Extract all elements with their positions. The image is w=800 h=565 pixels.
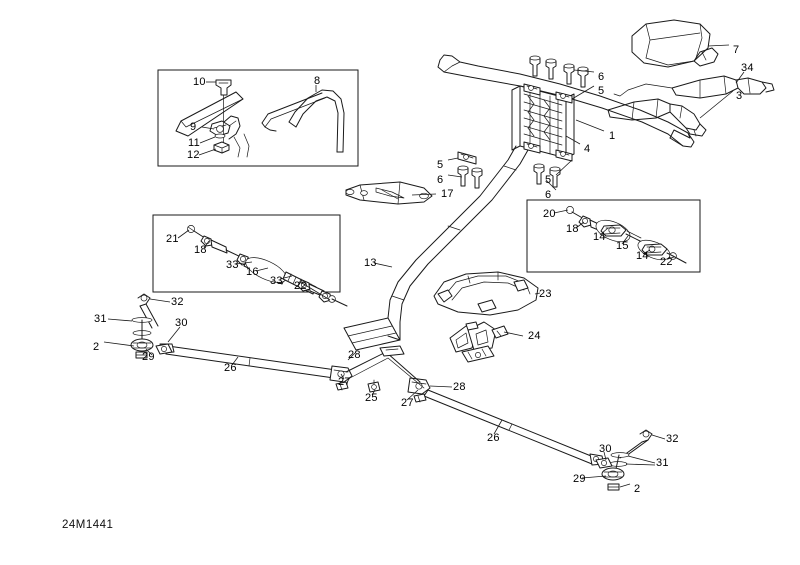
grip-left-3 (607, 98, 707, 137)
callout-37: 28 (348, 349, 361, 361)
drag-link-left (159, 343, 353, 391)
callout-17: 12 (187, 149, 200, 161)
inset-frame-left-rod (152, 214, 341, 293)
callout-16: 11 (188, 137, 201, 149)
drag-link-right (407, 377, 605, 466)
callout-30: 23 (539, 288, 552, 300)
callout-43: 31 (94, 313, 107, 325)
callout-39: 29 (142, 351, 155, 363)
callout-45: 32 (171, 296, 184, 308)
callout-1: 1 (609, 130, 616, 142)
steering-column-support (457, 55, 589, 189)
callout-18: 13 (364, 257, 377, 269)
callout-7: 5 (545, 174, 552, 186)
handlebar-pad (631, 19, 719, 68)
steering-column (343, 145, 529, 351)
ski-leg-left (130, 293, 173, 359)
callout-11: 6 (598, 71, 605, 83)
steering-cover (433, 271, 539, 316)
callout-49: 34 (741, 62, 754, 74)
grip-right-34 (613, 75, 775, 99)
callout-3: 2 (634, 483, 641, 495)
callout-36: 27 (401, 397, 414, 409)
callout-48: 33 (270, 275, 283, 287)
callout-46: 32 (666, 433, 679, 445)
callout-24: 18 (194, 244, 207, 256)
callout-22: 16 (246, 266, 259, 278)
callout-29: 22 (660, 256, 673, 268)
callout-19: 14 (593, 231, 606, 243)
callout-25: 18 (566, 223, 579, 235)
callout-20: 14 (636, 250, 649, 262)
callout-12: 7 (733, 44, 740, 56)
callout-2: 2 (93, 341, 100, 353)
callout-42: 30 (599, 443, 612, 455)
callout-28: 22 (294, 280, 307, 292)
support-bracket (449, 321, 509, 363)
callout-32: 25 (365, 392, 378, 404)
callout-4: 3 (736, 90, 743, 102)
callout-35: 27 (338, 376, 351, 388)
callout-8: 5 (598, 85, 605, 97)
document-id-code: 24M1441 (62, 519, 114, 531)
callout-31: 24 (528, 330, 541, 342)
inset-grip-art (175, 79, 345, 158)
callout-38: 28 (453, 381, 466, 393)
callout-47: 33 (226, 259, 239, 271)
callout-40: 29 (573, 473, 586, 485)
callout-9: 6 (437, 174, 444, 186)
callout-21: 15 (616, 240, 629, 252)
inset-left-rod-art (187, 225, 348, 307)
callout-33: 26 (224, 362, 237, 374)
callout-5: 4 (584, 143, 591, 155)
inset-frame-right-rod (526, 199, 701, 273)
callout-13: 8 (314, 75, 321, 87)
callout-6: 5 (437, 159, 444, 171)
inset-frame-grip (157, 69, 359, 167)
callout-23: 17 (441, 188, 454, 200)
callout-10: 6 (545, 189, 552, 201)
callout-14: 9 (190, 121, 197, 133)
callout-15: 10 (193, 76, 206, 88)
callout-41: 30 (175, 317, 188, 329)
callout-34: 26 (487, 432, 500, 444)
callout-27: 21 (166, 233, 179, 245)
ski-leg-right (595, 429, 653, 491)
center-pivot (345, 345, 425, 393)
callout-26: 20 (543, 208, 556, 220)
leader-lines (103, 44, 745, 488)
callout-44: 31 (656, 457, 669, 469)
inset-right-rod-art (566, 206, 687, 264)
steering-arm-plate (345, 181, 433, 205)
